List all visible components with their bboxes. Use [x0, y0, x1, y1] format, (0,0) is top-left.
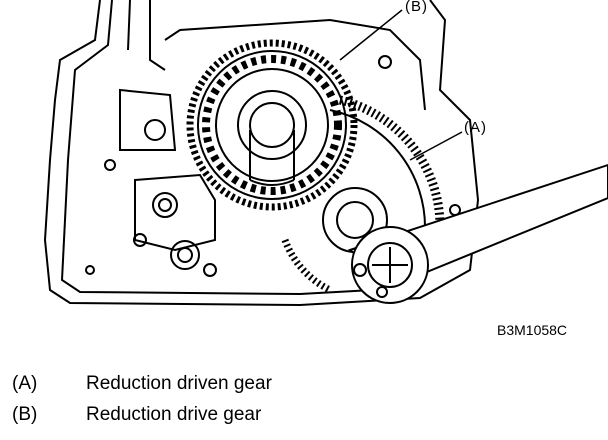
legend-key: (B) — [12, 404, 38, 425]
callout-b: (B) — [405, 0, 428, 15]
callout-a: (A) — [464, 119, 487, 136]
reduction-drive-gear — [186, 39, 358, 211]
legend-item-a: (A) Reduction driven gear — [12, 373, 272, 395]
figure-code: B3M1058C — [497, 322, 568, 338]
transmission-housing — [43, 0, 480, 307]
legend-text: Reduction driven gear — [86, 373, 272, 394]
legend-item-b: (B) Reduction drive gear — [12, 404, 261, 426]
legend-key: (A) — [12, 373, 38, 394]
transmission-gear-illustration — [43, 0, 608, 307]
wrench — [347, 163, 608, 304]
legend-text: Reduction drive gear — [86, 404, 262, 425]
leader-lines — [339, 9, 463, 161]
